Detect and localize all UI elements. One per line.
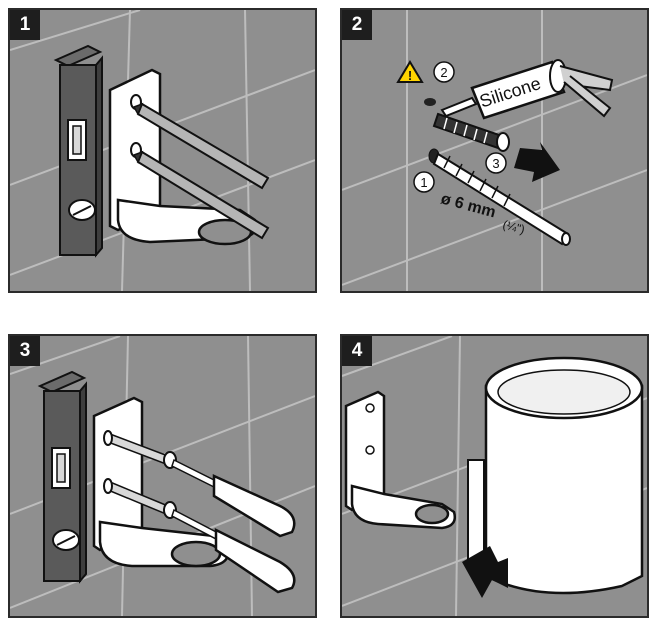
callout-3-label: 3: [492, 156, 499, 171]
step-1-illustration: [10, 10, 315, 291]
spirit-level: [37, 370, 87, 584]
step-2-panel: 2 ! 2 Silicone: [340, 8, 649, 293]
step-1-panel: 1: [8, 8, 317, 293]
drill-size-inch-label: (¼"): [501, 217, 526, 236]
step-number: 1: [10, 10, 40, 40]
spirit-level: [53, 44, 103, 258]
tumbler-cup: [467, 356, 644, 595]
callout-1-label: 1: [420, 175, 427, 190]
wall-plug: [432, 112, 510, 152]
callout-2-label: 2: [440, 65, 447, 80]
callout-1: [413, 171, 435, 193]
callout-2: [433, 61, 455, 83]
wall-bracket: [344, 390, 456, 530]
step-number: 2: [342, 10, 372, 40]
step-number: 3: [10, 336, 40, 366]
step-number: 4: [342, 336, 372, 366]
wall-bracket: [92, 396, 230, 568]
drill-bit: [432, 152, 571, 246]
step-3-panel: 3: [8, 334, 317, 618]
step-4-panel: 4: [340, 334, 649, 618]
step-4-illustration: [342, 336, 647, 616]
warning-triangle-icon: !: [396, 60, 424, 83]
svg-text:!: !: [408, 68, 412, 83]
screwdrivers: [171, 458, 296, 594]
silicone-drop: [424, 98, 436, 106]
push-arrow-icon: [514, 142, 560, 182]
marking-pencils: [132, 102, 270, 240]
step-3-illustration: [10, 336, 315, 616]
step-2-illustration: ! 2 Silicone: [342, 10, 647, 291]
push-arrow-icon: [462, 546, 508, 598]
callout-3: [485, 152, 507, 174]
